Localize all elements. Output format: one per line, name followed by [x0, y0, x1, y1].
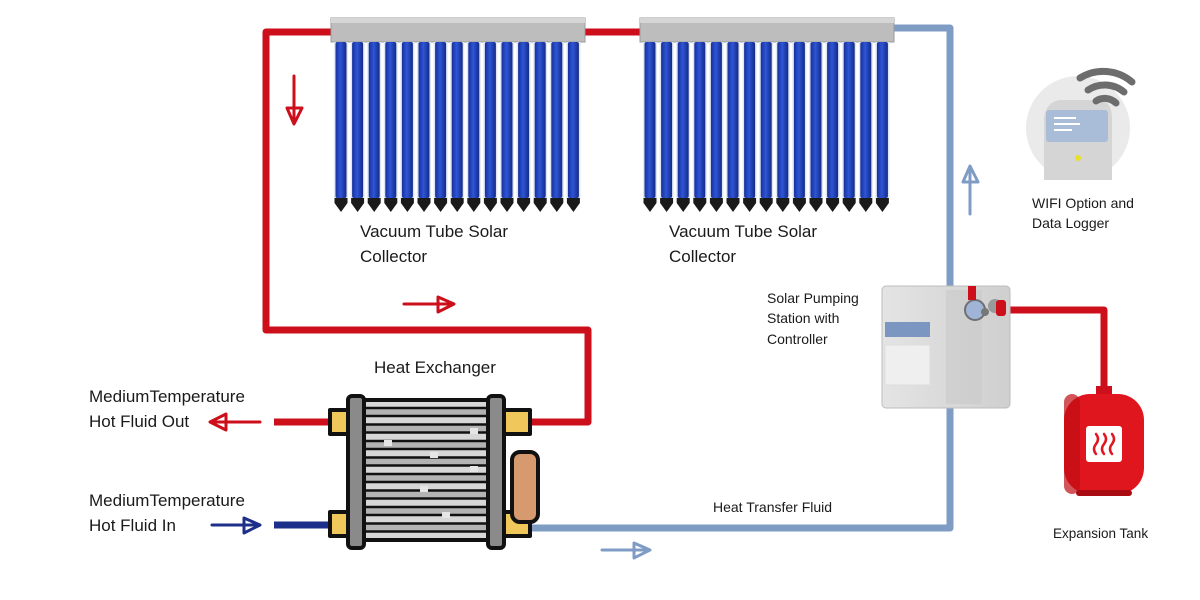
vacuum-tube: [500, 42, 514, 212]
hot-fluid-out-line1: MediumTemperature: [89, 387, 245, 406]
vacuum-tube: [450, 42, 465, 212]
vacuum-tube: [742, 42, 757, 212]
return-arrow-right-icon: [600, 541, 652, 560]
vacuum-tube: [775, 42, 790, 212]
collector-1-label-line1: Vacuum Tube Solar: [360, 222, 509, 241]
collector-2-label-line1: Vacuum Tube Solar: [669, 222, 818, 241]
hot-out-arrow-icon: [208, 412, 262, 432]
heat-exchanger-icon: [328, 394, 540, 550]
hot-fluid-out-line2: Hot Fluid Out: [89, 411, 190, 431]
return-arrow-up-icon: [961, 164, 980, 216]
flow-arrow-down-icon: [285, 74, 304, 126]
vacuum-tube: [643, 42, 657, 212]
expansion-tank-pipe: [1000, 306, 1108, 392]
pumping-station-icon: [881, 285, 1011, 409]
wifi-logger-label: WIFI Option and Data Logger: [1032, 193, 1134, 234]
vacuum-tube: [549, 42, 564, 212]
vacuum-tube: [466, 42, 481, 212]
collector-2-label-line2: Collector: [669, 246, 737, 266]
vacuum-tube: [659, 42, 674, 212]
hot-in-arrow-icon: [210, 516, 262, 535]
vacuum-tube: [692, 42, 707, 212]
vacuum-tube: [792, 42, 807, 212]
collector-2: [639, 17, 895, 212]
vacuum-tube: [858, 42, 873, 212]
hot-fluid-in-line1: MediumTemperature: [89, 491, 245, 510]
vacuum-tube: [533, 42, 548, 212]
hot-pipe-loop: [262, 28, 592, 426]
vacuum-tube: [759, 42, 774, 212]
wifi-icon: [1076, 67, 1136, 107]
vacuum-tube: [417, 42, 431, 212]
expansion-tank-icon: [1064, 386, 1144, 496]
heat-transfer-fluid-text: Heat Transfer Fluid: [713, 499, 833, 515]
wifi-logger-line1: WIFI Option and: [1032, 195, 1134, 211]
vacuum-tube: [809, 42, 823, 212]
wifi-logger-line2: Data Logger: [1032, 215, 1110, 232]
collector-1-label: Vacuum Tube Solar Collector: [360, 220, 508, 269]
expansion-tank-text: Expansion Tank: [1053, 526, 1149, 541]
vacuum-tube: [483, 42, 498, 212]
vacuum-tube: [825, 42, 840, 212]
vacuum-tube: [400, 42, 415, 212]
vacuum-tube: [433, 42, 448, 212]
pumping-station-line1: Solar Pumping: [767, 290, 859, 306]
vacuum-tube: [676, 42, 691, 212]
vacuum-tube: [350, 42, 365, 212]
wifi-logger-icon: [1026, 67, 1136, 180]
expansion-tank-label: Expansion Tank: [1053, 524, 1148, 544]
hot-fluid-in-label: MediumTemperature Hot Fluid In: [89, 489, 245, 538]
vacuum-tube: [566, 42, 581, 212]
vacuum-tube: [709, 42, 724, 212]
collector-1-label-line2: Collector: [360, 246, 428, 266]
vacuum-tube: [842, 42, 857, 212]
heat-exchanger-label: Heat Exchanger: [374, 356, 496, 381]
flow-arrow-right-icon: [402, 295, 456, 314]
vacuum-tube: [383, 42, 398, 212]
heat-exchanger-label-text: Heat Exchanger: [374, 358, 496, 377]
pumping-station-line3: Controller: [767, 330, 828, 347]
vacuum-tube: [516, 42, 531, 212]
vacuum-tube: [875, 42, 890, 212]
return-pipe-loop: [888, 24, 954, 290]
vacuum-tube: [334, 42, 348, 212]
hot-fluid-in-line2: Hot Fluid In: [89, 515, 176, 535]
pumping-station-label: Solar Pumping Station with Controller: [767, 288, 859, 349]
vacuum-tube: [726, 42, 740, 212]
collector-2-label: Vacuum Tube Solar Collector: [669, 220, 817, 269]
vacuum-tube: [367, 42, 382, 212]
hot-fluid-out-label: MediumTemperature Hot Fluid Out: [89, 385, 245, 434]
pumping-station-line2: Station with: [767, 310, 840, 327]
collector-1: [330, 17, 586, 212]
return-pipe-lower: [520, 405, 954, 532]
heat-transfer-fluid-label: Heat Transfer Fluid: [713, 497, 832, 517]
